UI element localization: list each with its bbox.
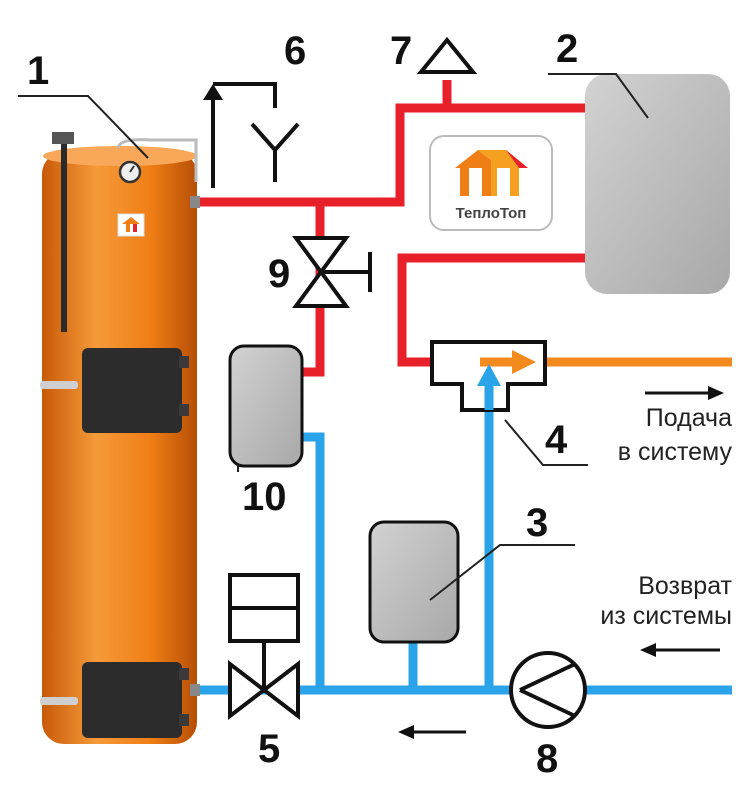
cold-pipe-tank10-drop: [302, 432, 325, 690]
component-labels: 1 2 3 4 5 6 7 8 9 10: [27, 27, 578, 781]
teplotop-logo: ТеплоТоп: [429, 135, 553, 231]
supply-caption-line2: в систему: [618, 438, 733, 466]
boiler-chimney-stub: [52, 132, 74, 144]
leader-lines: [18, 73, 649, 601]
mixing-valve: [430, 340, 547, 412]
leader-2: [548, 73, 649, 119]
boiler-upper-door: [40, 348, 189, 433]
boiler-body: [42, 152, 197, 744]
label-tank-3: 3: [526, 501, 548, 545]
boiler-poker-rod: [61, 144, 67, 332]
hot-pipe-boiler-to-accumulator: [196, 103, 585, 207]
label-safety-valve: 7: [390, 29, 412, 73]
return-caption-line1: Возврат: [638, 572, 732, 600]
bypass-valve: [292, 236, 372, 308]
boiler-outlet-nozzle: [190, 196, 200, 208]
label-drain-valve: 5: [258, 727, 280, 771]
boiler-inlet-nozzle: [190, 684, 200, 696]
circulation-pump: [509, 651, 587, 729]
label-accumulator: 2: [556, 27, 578, 71]
label-boiler: 1: [27, 49, 49, 93]
leader-3: [429, 544, 575, 601]
tank-3: [368, 520, 460, 644]
label-chimney: 6: [284, 29, 306, 73]
label-pump: 8: [536, 737, 558, 781]
return-flow-arrow: [398, 725, 466, 739]
label-tank-10: 10: [242, 475, 287, 519]
chimney-arrow-head: [203, 84, 223, 100]
tank-10: [228, 344, 304, 468]
boiler: [40, 132, 200, 744]
brand-badge-icon: [117, 213, 145, 237]
boiler-lower-door: [40, 662, 189, 738]
thermometer-gauge-icon: [118, 160, 142, 184]
supply-caption: Подача в систему: [618, 386, 733, 466]
logo-text: ТеплоТоп: [456, 205, 527, 222]
supply-caption-line1: Подача: [646, 404, 732, 432]
return-caption: Возврат из системы: [600, 572, 733, 657]
return-caption-line2: из системы: [600, 602, 732, 630]
leader-4: [504, 419, 588, 466]
roof-houses-icon: [455, 150, 528, 196]
arrow-left-icon: [640, 643, 720, 657]
chimney-symbol: [211, 82, 300, 188]
leader-1: [18, 95, 149, 159]
label-bypass-valve: 9: [268, 252, 290, 296]
safety-valve: [416, 36, 478, 74]
accumulator-tank: [585, 74, 730, 294]
label-mixing-valve: 4: [545, 418, 568, 462]
drain-valve: [228, 573, 300, 721]
boiler-top: [43, 146, 197, 166]
arrow-right-icon: [645, 386, 724, 400]
